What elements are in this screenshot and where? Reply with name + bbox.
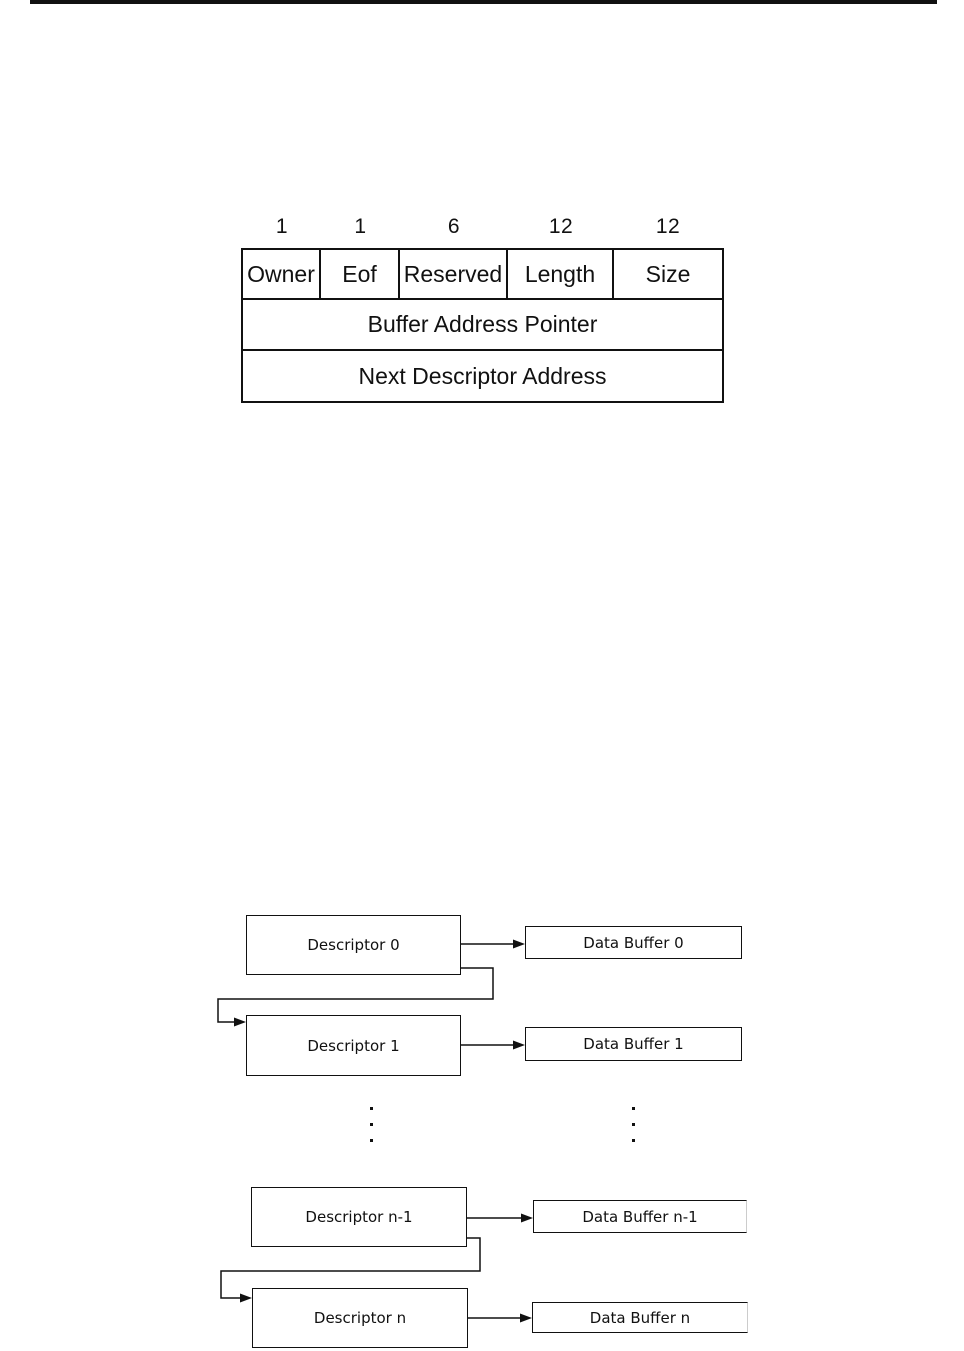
bit-width-owner: 1 [275,215,289,238]
next-descriptor-address-row: Next Descriptor Address [358,362,607,389]
field-cell-eof: Eof [321,250,400,298]
vertical-ellipsis-buffers [631,1107,635,1155]
arrowhead-bufn [520,1313,532,1323]
arrowhead-buf1 [513,1040,525,1050]
ellipsis-dot [369,1123,373,1126]
arrowhead-buf0 [513,939,525,949]
ellipsis-dot [631,1123,635,1126]
bitfield-fields-row: Owner Eof Reserved Length Size [243,250,722,300]
field-cell-length: Length [508,250,614,298]
vertical-ellipsis-descriptors [369,1107,373,1155]
descriptor-format-table: Owner Eof Reserved Length Size Buffer Ad… [241,248,724,403]
bit-width-length: 12 [548,215,574,238]
ellipsis-dot [369,1107,373,1110]
page-header-rule [30,0,937,4]
data-buffer-n-box: Data Buffer n [532,1302,748,1333]
field-cell-owner: Owner [243,250,321,298]
data-buffer-0-box: Data Buffer 0 [525,926,742,959]
buffer-address-pointer-row: Buffer Address Pointer [243,300,722,351]
arrowhead-bufn1 [521,1213,533,1223]
arrowhead-desc1 [234,1017,246,1027]
data-buffer-1-box: Data Buffer 1 [525,1027,742,1061]
link-desc0-to-desc1 [217,967,494,1023]
bit-width-size: 12 [655,215,681,238]
data-buffer-n-1-box: Data Buffer n-1 [533,1200,747,1233]
bit-width-reserved: 6 [447,215,461,238]
descriptor-n-1-box: Descriptor n-1 [251,1187,467,1247]
bit-width-eof: 1 [354,215,367,238]
descriptor-n-box: Descriptor n [252,1288,468,1348]
ellipsis-dot [369,1139,373,1142]
field-cell-size: Size [645,260,691,287]
ellipsis-dot [631,1139,635,1142]
descriptor-0-box: Descriptor 0 [246,915,461,975]
descriptor-1-box: Descriptor 1 [246,1015,461,1076]
bitfield-widths-row: 1 1 6 12 12 [243,212,722,242]
arrowhead-descn [240,1293,252,1303]
field-cell-reserved: Reserved [400,250,508,298]
ellipsis-dot [631,1107,635,1110]
